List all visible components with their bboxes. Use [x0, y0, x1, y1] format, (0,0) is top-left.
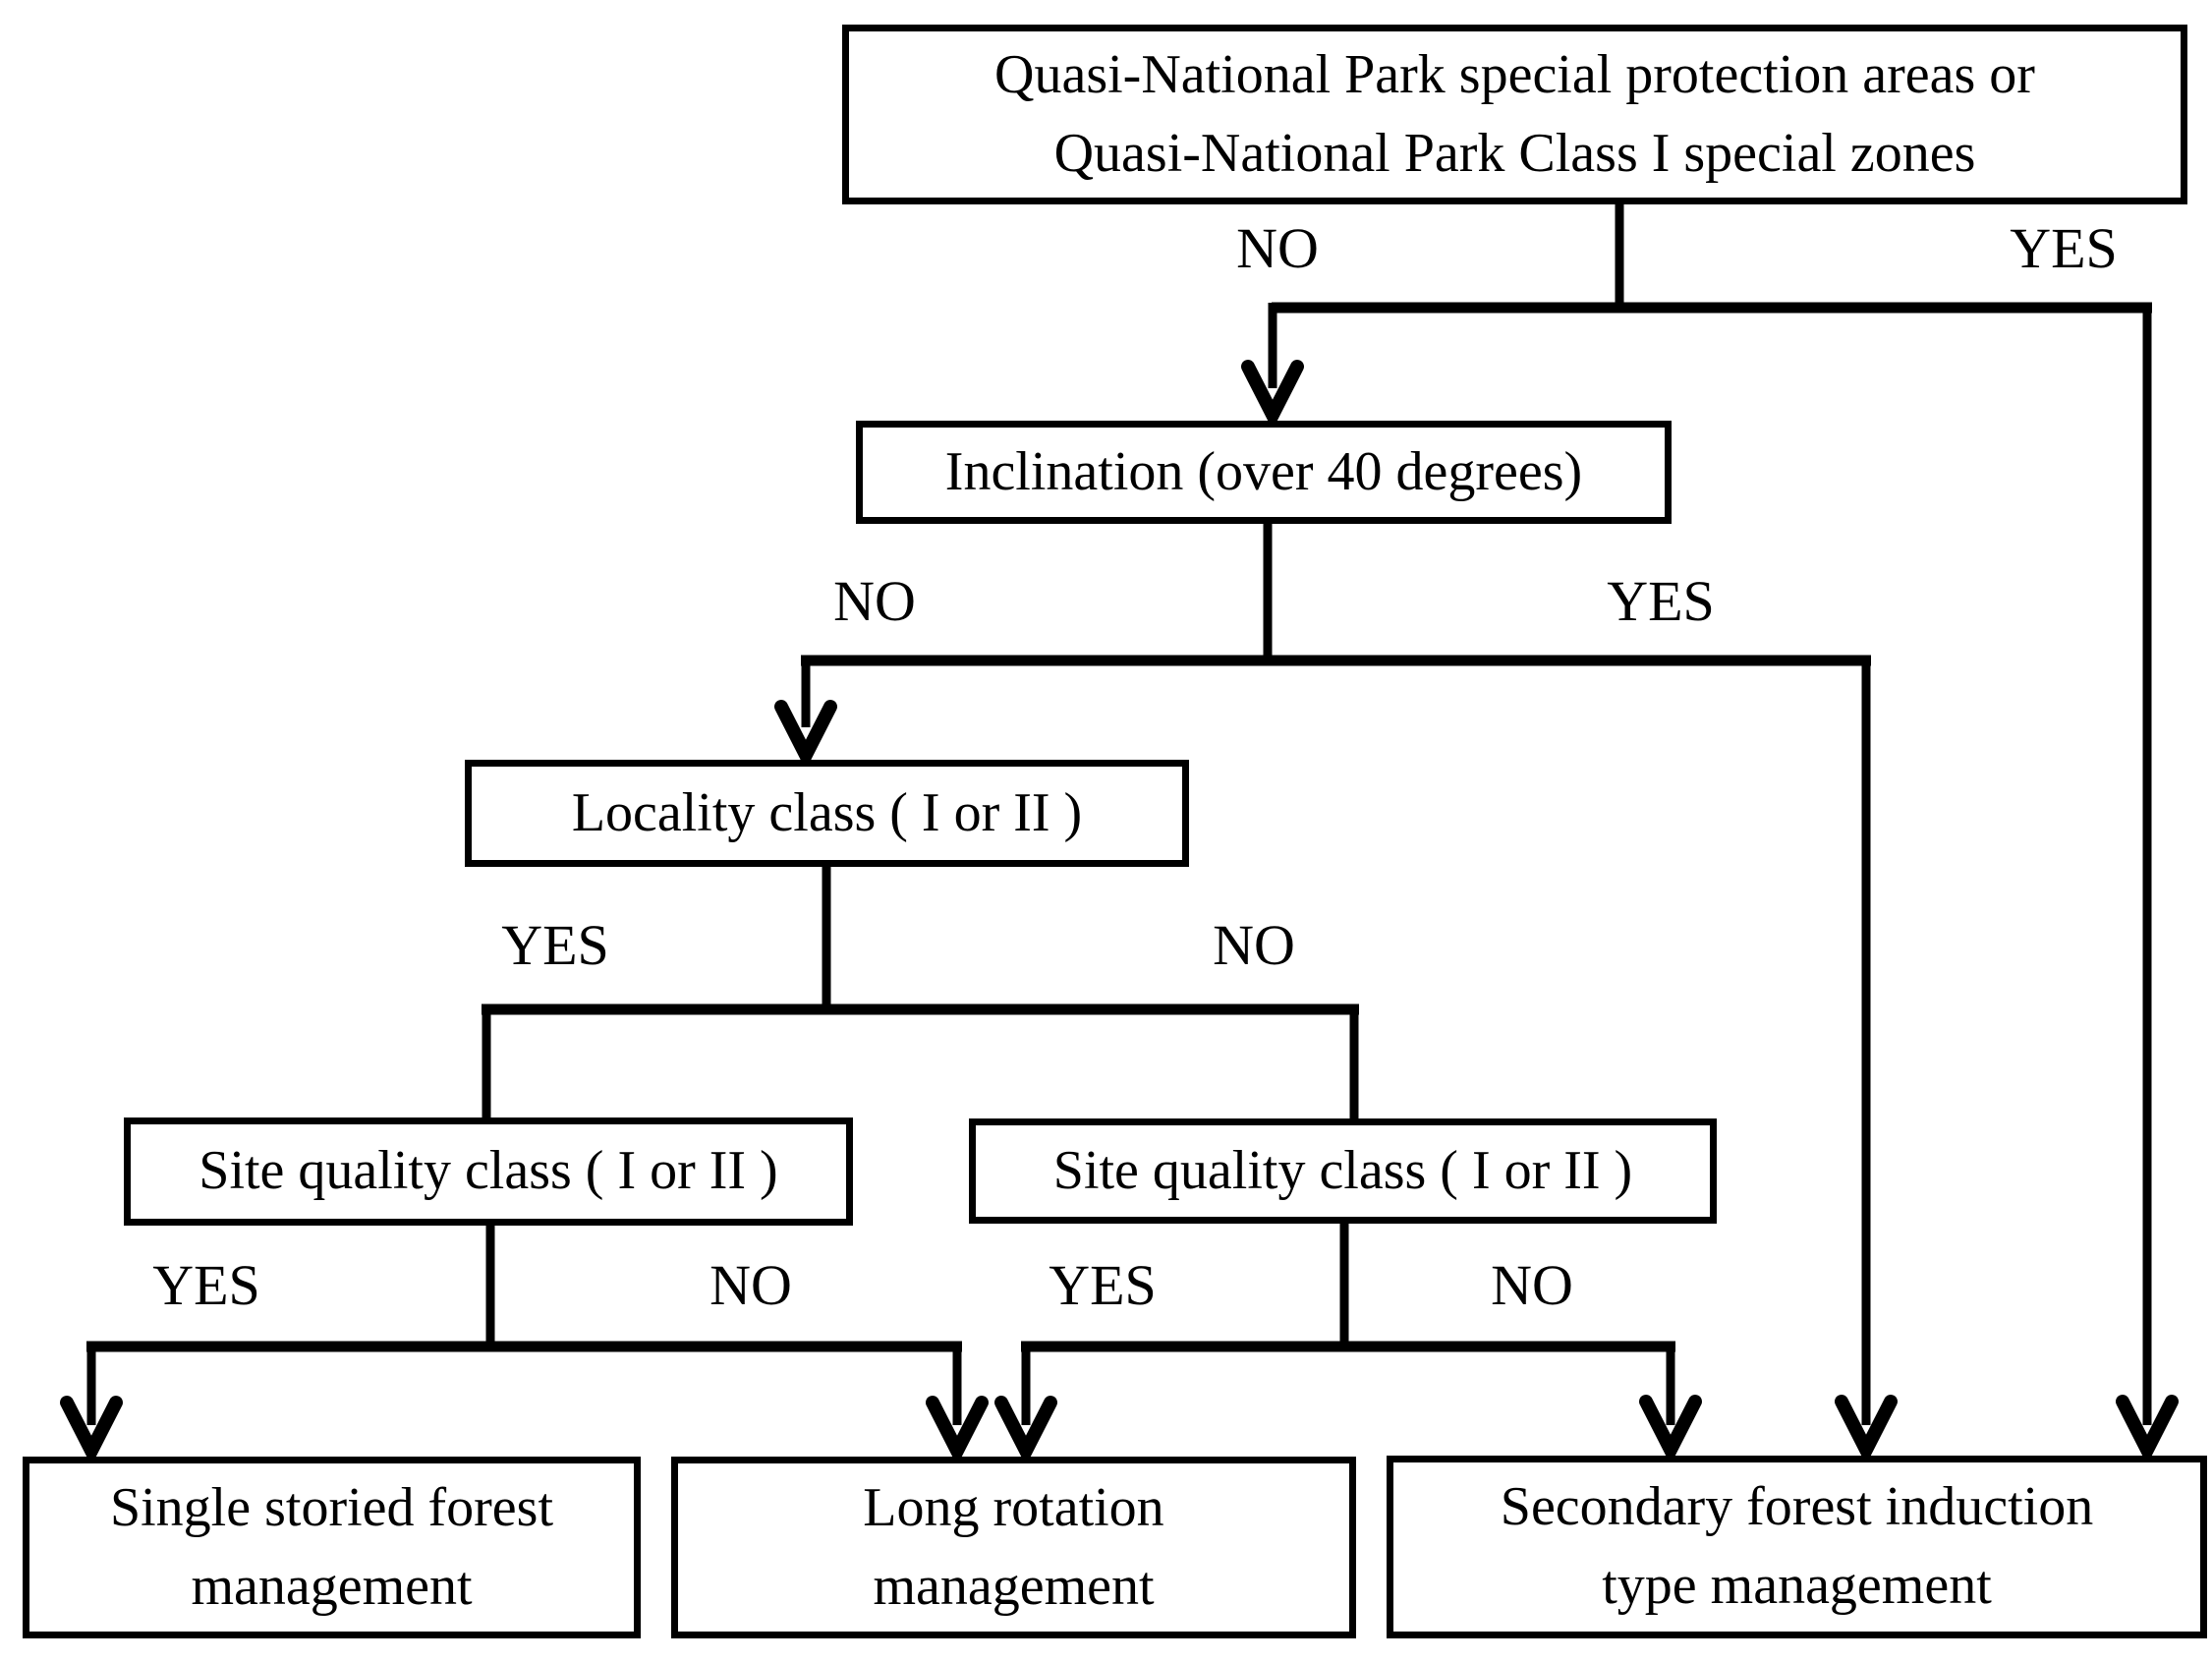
node-single-storied-management: Single storied forest management — [23, 1457, 641, 1638]
branch-label-site-right-yes: YES — [1049, 1253, 1157, 1317]
node-quasi-national-park-line1: Quasi-National Park special protection a… — [994, 43, 2035, 105]
node-long-rotation-line1: Long rotation — [863, 1476, 1164, 1538]
arrowheads — [60, 360, 2179, 1466]
node-site-quality-left: Site quality class ( I or II ) — [124, 1118, 853, 1226]
node-locality-class-label: Locality class ( I or II ) — [571, 781, 1083, 843]
node-secondary-forest-line2: type management — [1602, 1555, 1992, 1616]
node-locality-class: Locality class ( I or II ) — [465, 760, 1189, 867]
node-long-rotation-management: Long rotation management — [671, 1457, 1356, 1638]
node-site-quality-right-label: Site quality class ( I or II ) — [1052, 1139, 1633, 1201]
node-secondary-forest-line1: Secondary forest induction — [1500, 1476, 2094, 1538]
node-inclination: Inclination (over 40 degrees) — [856, 421, 1672, 524]
branch-label-site-right-no: NO — [1491, 1253, 1573, 1317]
branch-label-inclination-yes: YES — [1607, 569, 1715, 633]
connector-bars — [86, 302, 2152, 1352]
node-site-quality-left-label: Site quality class ( I or II ) — [199, 1140, 778, 1202]
node-site-quality-right: Site quality class ( I or II ) — [969, 1118, 1717, 1224]
node-quasi-national-park: Quasi-National Park special protection a… — [842, 25, 2187, 204]
connector-lines — [482, 201, 1624, 1351]
node-inclination-label: Inclination (over 40 degrees) — [944, 440, 1583, 502]
branch-label-locality-yes: YES — [501, 913, 609, 977]
node-quasi-national-park-line2: Quasi-National Park Class I special zone… — [1053, 122, 1976, 184]
node-long-rotation-line2: management — [873, 1555, 1155, 1617]
node-single-storied-line1: Single storied forest — [109, 1476, 554, 1538]
branch-label-park-no: NO — [1236, 216, 1319, 280]
branch-label-park-yes: YES — [2010, 216, 2118, 280]
branch-label-site-left-yes: YES — [152, 1253, 260, 1317]
branch-label-locality-no: NO — [1213, 913, 1295, 977]
branch-label-inclination-no: NO — [833, 569, 916, 633]
node-single-storied-line2: management — [191, 1555, 473, 1617]
node-secondary-forest-management: Secondary forest induction type manageme… — [1387, 1456, 2207, 1638]
branch-label-site-left-no: NO — [709, 1253, 792, 1317]
arrow-stems — [86, 303, 2152, 1425]
